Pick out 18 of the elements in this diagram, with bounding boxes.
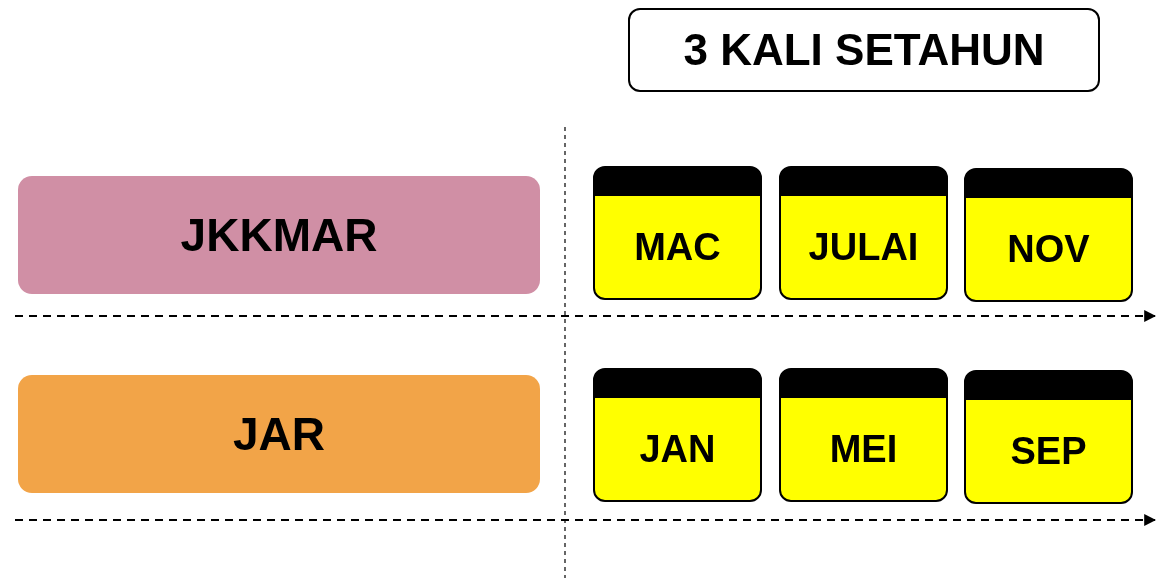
group-band xyxy=(18,176,540,294)
calendar-card xyxy=(779,368,948,502)
month-label: JAN xyxy=(639,427,716,471)
group-label: JAR xyxy=(233,407,325,461)
calendar-card xyxy=(779,166,948,300)
month-label: MEI xyxy=(829,427,898,471)
heading-box xyxy=(628,8,1100,92)
calendar-card xyxy=(593,368,762,502)
month-label: SEP xyxy=(1010,429,1087,473)
month-label: JULAI xyxy=(808,225,919,269)
calendar-card xyxy=(964,370,1133,504)
month-label: MAC xyxy=(634,225,721,269)
calendar-card xyxy=(964,168,1133,302)
group-band xyxy=(18,375,540,493)
month-label: NOV xyxy=(1007,227,1090,271)
calendar-card xyxy=(593,166,762,300)
heading-text: 3 KALI SETAHUN xyxy=(683,25,1045,75)
group-label: JKKMAR xyxy=(180,208,378,262)
